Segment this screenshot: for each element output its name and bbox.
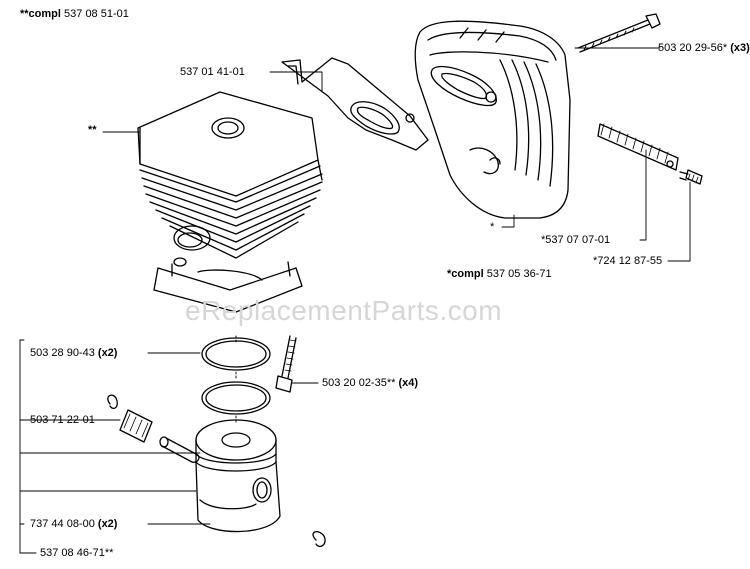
piston-pin-drawing [159, 436, 200, 463]
label-compl-mid[interactable]: *compl 537 05 36-71 [447, 268, 552, 280]
leader-lines [19, 47, 691, 554]
bracket-gasket-drawing [281, 57, 429, 151]
muffler-plate-drawing [597, 123, 679, 171]
label-screw-part[interactable]: *724 12 87-55 [593, 255, 663, 267]
label-muffler-marker[interactable]: * [490, 221, 495, 233]
label-compl-top[interactable]: **compl 537 08 51-01 [20, 8, 129, 20]
watermark: eReplacementParts.com [185, 295, 503, 326]
muffler-bolt-drawing [577, 13, 661, 53]
label-needle-bearing[interactable]: 503 71 22-01 [30, 414, 95, 426]
muffler-drawing [405, 20, 571, 219]
cylinder-drawing [137, 91, 323, 313]
cylinder-bolt-drawing [275, 335, 297, 393]
label-circlip[interactable]: 737 44 08-00 (x2) [30, 518, 118, 530]
label-bracket-part[interactable]: 537 01 41-01 [180, 66, 245, 78]
label-cylinder-bolt[interactable]: 503 20 02-35** (x4) [322, 377, 419, 389]
label-piston-rings[interactable]: 503 28 90-43 (x2) [30, 347, 118, 359]
circlip-drawing [107, 394, 326, 548]
muffler-screw-drawing [679, 169, 703, 185]
label-plate-part[interactable]: *537 07 07-01 [541, 234, 611, 246]
piston-drawing [195, 419, 281, 533]
label-cylinder-marker[interactable]: ** [88, 124, 97, 136]
label-bolt-top[interactable]: 503 20 29-56* (x3) [658, 42, 750, 54]
needle-bearing-drawing [119, 409, 153, 443]
label-piston-kit[interactable]: 537 08 46-71** [40, 547, 114, 559]
